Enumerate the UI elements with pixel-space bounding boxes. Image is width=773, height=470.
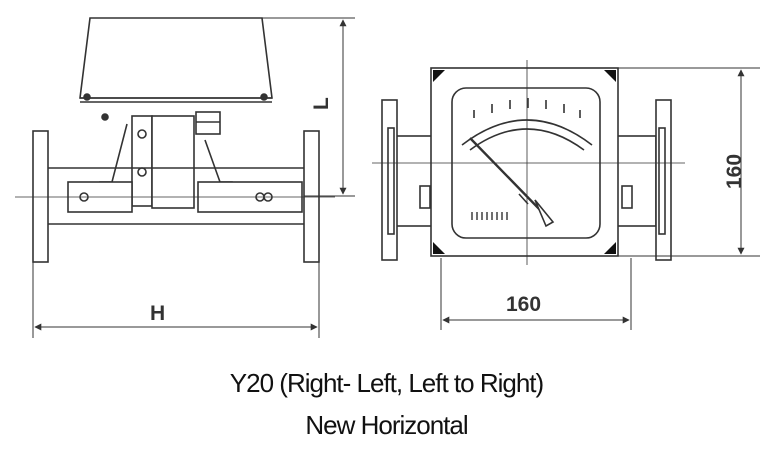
front-view xyxy=(372,60,685,265)
dimension-lines-side xyxy=(32,17,355,338)
depth-dimension-label: 160 xyxy=(723,154,746,189)
unit-scale-marks xyxy=(471,212,508,220)
width-dimension-label: 160 xyxy=(506,293,541,316)
indicator-housing xyxy=(79,17,273,99)
left-flange xyxy=(32,130,49,263)
height-dimension-label: L xyxy=(310,97,333,110)
dimension-lines-front xyxy=(440,67,760,330)
cable-gland xyxy=(195,111,221,135)
corner-markers xyxy=(433,70,616,254)
length-dimension-label: H xyxy=(150,302,165,325)
side-view xyxy=(15,17,335,263)
dial-pointer xyxy=(469,137,546,216)
caption-model-line: Y20 (Right- Left, Left to Right) xyxy=(229,368,544,398)
caption-type-line: New Horizontal xyxy=(305,410,468,440)
